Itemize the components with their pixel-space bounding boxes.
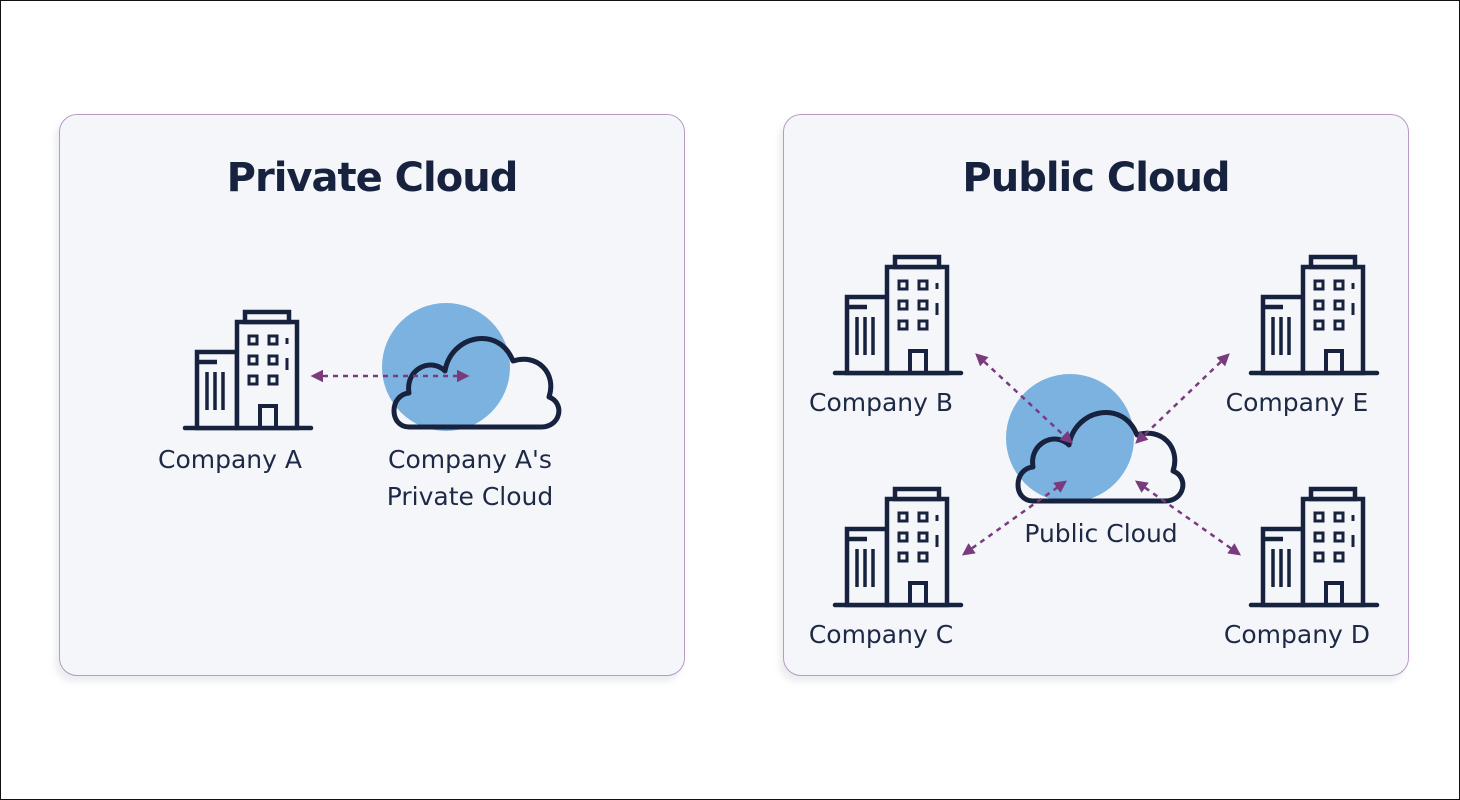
connection-arrow (961, 480, 1068, 556)
private-cloud-label-line2: Private Cloud (387, 482, 554, 511)
building-icon (185, 312, 311, 428)
company-a-label: Company A (158, 445, 302, 474)
company-c-label: Company C (809, 620, 953, 649)
private-cloud-panel: Private Cloud (59, 114, 685, 676)
connection-arrow (1134, 480, 1242, 556)
connection-arrow (975, 353, 1073, 444)
building-icon (835, 489, 961, 605)
building-icon (835, 257, 961, 373)
public-cloud-title: Public Cloud (962, 155, 1230, 201)
building-icon (1251, 489, 1377, 605)
company-e-label: Company E (1226, 388, 1369, 417)
company-d-label: Company D (1224, 620, 1370, 649)
cloud-icon (382, 303, 559, 431)
cloud-icon (1006, 374, 1183, 502)
private-cloud-title: Private Cloud (226, 155, 519, 201)
private-cloud-label-line1: Company A's (388, 445, 552, 474)
building-icon (1251, 257, 1377, 373)
public-cloud-label: Public Cloud (1024, 519, 1177, 548)
company-b-label: Company B (809, 388, 953, 417)
connection-arrow (1135, 353, 1230, 444)
